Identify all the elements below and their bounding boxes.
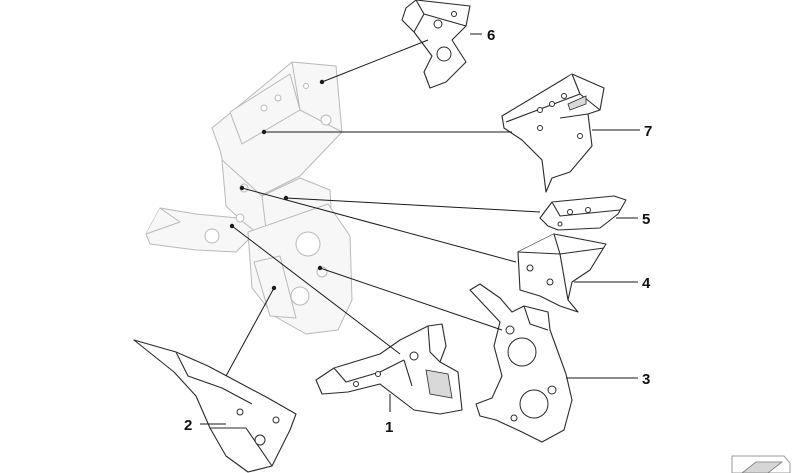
part-2-wheel-arch-panel xyxy=(133,339,297,473)
leader-3 xyxy=(319,267,503,331)
part-3-reinforcement-plate xyxy=(469,283,573,443)
callout-3: 3 xyxy=(642,371,650,388)
part-5-small-bracket xyxy=(539,195,627,231)
callout-2: 2 xyxy=(184,417,192,434)
leader-6 xyxy=(321,39,429,83)
leader-dots xyxy=(229,79,325,291)
part-7-support-bracket xyxy=(501,73,605,193)
anchor-dot-4 xyxy=(239,185,245,191)
anchor-dot-1 xyxy=(229,223,235,229)
callout-4: 4 xyxy=(642,275,651,292)
callout-5: 5 xyxy=(642,211,650,228)
leader-4 xyxy=(241,187,517,263)
anchor-dot-5 xyxy=(283,195,289,201)
anchor-dot-6 xyxy=(319,79,325,85)
leader-lines xyxy=(200,33,640,425)
anchor-dot-3 xyxy=(317,265,323,271)
callout-1: 1 xyxy=(385,419,393,436)
anchor-dot-2 xyxy=(271,285,277,291)
part-4-angle-bracket xyxy=(517,233,607,313)
part-6-top-bracket xyxy=(401,0,471,89)
callout-6: 6 xyxy=(487,27,495,44)
callout-labels: 6 7 5 4 3 1 2 xyxy=(184,27,652,436)
leader-5 xyxy=(285,197,541,213)
leader-2 xyxy=(225,287,275,377)
anchor-dot-7 xyxy=(261,129,267,135)
callout-7: 7 xyxy=(644,123,652,140)
leader-1 xyxy=(231,225,401,355)
part-1-bracket xyxy=(315,323,463,415)
ghost-assembly xyxy=(145,61,353,335)
part-tag-icon xyxy=(731,455,791,473)
